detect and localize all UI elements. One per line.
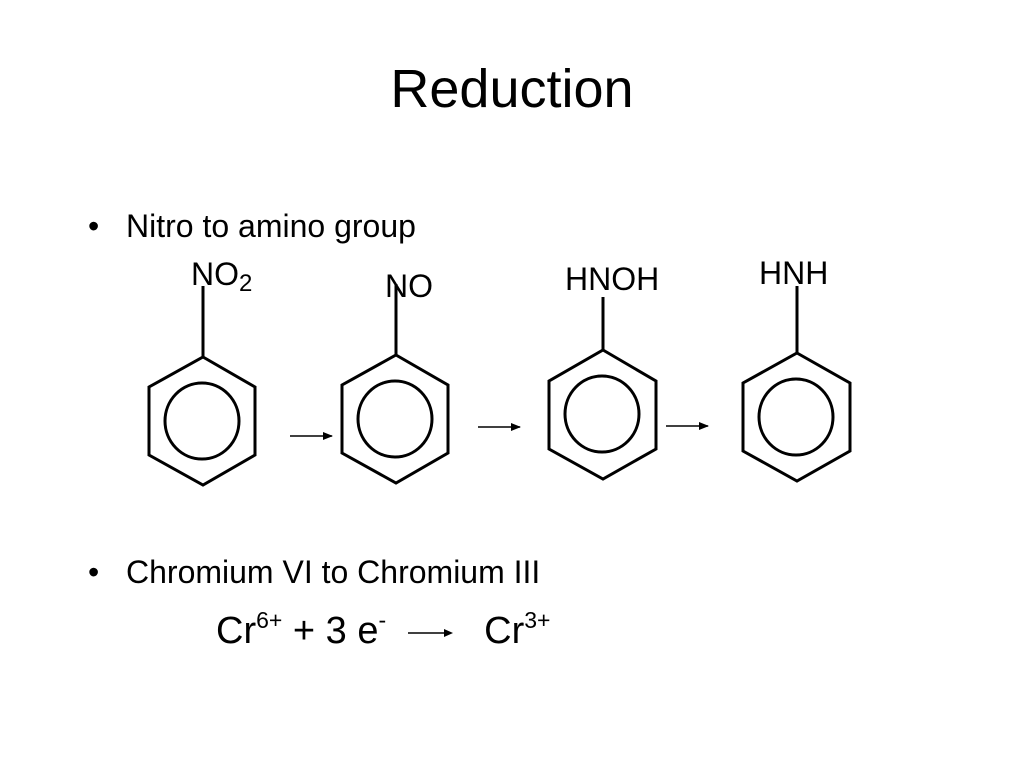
slide-title: Reduction	[390, 59, 634, 119]
equation-arrow	[408, 628, 454, 637]
reactant-charge: 6+	[256, 607, 283, 633]
phenylhydroxylamine-structure	[547, 297, 658, 481]
phenylhydroxylamine-label: HNOH	[565, 261, 660, 297]
benzene-ring	[340, 353, 450, 485]
aniline-structure	[741, 286, 852, 483]
nitrosobenzene-label: NO	[385, 268, 433, 304]
bullet-nitro-to-amino: • Nitro to amino group	[88, 210, 416, 242]
product-symbol: Cr	[484, 610, 525, 652]
benzene-ring	[147, 355, 257, 487]
nitrobenzene-label: NO2	[191, 256, 253, 297]
benzene-ring	[741, 351, 852, 483]
bullet-dot: •	[88, 554, 100, 590]
benzene-ring	[547, 348, 658, 481]
bullet-text: Chromium VI to Chromium III	[126, 554, 541, 590]
aromatic-circle	[563, 374, 641, 454]
aromatic-circle	[356, 379, 434, 459]
product-charge: 3+	[524, 607, 551, 633]
bullet-dot: •	[88, 208, 100, 244]
electron-term: + 3 e	[282, 610, 379, 652]
bullet-chromium-reduction: • Chromium VI to Chromium III	[88, 556, 540, 588]
reactant-symbol: Cr	[216, 610, 257, 652]
aniline-label: HNH	[759, 255, 829, 291]
chromium-equation: Cr6+ + 3 e-Cr3+	[216, 609, 551, 652]
electron-charge: -	[378, 607, 387, 633]
nitrosobenzene-structure	[340, 284, 450, 485]
bullet-text: Nitro to amino group	[126, 208, 416, 244]
aromatic-circle	[163, 381, 241, 461]
nitrobenzene-structure	[147, 286, 257, 487]
aromatic-circle	[757, 377, 835, 457]
